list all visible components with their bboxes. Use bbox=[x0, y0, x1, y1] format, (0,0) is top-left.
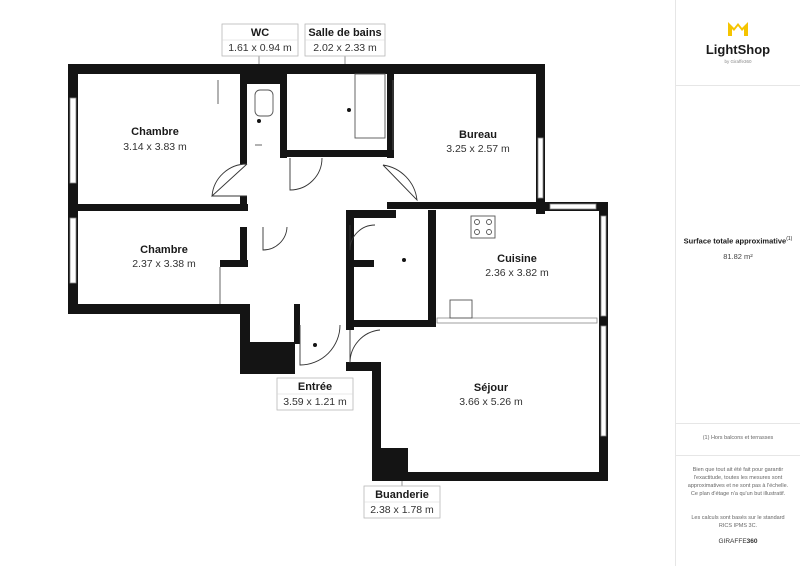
tag-wc-name: WC bbox=[251, 27, 269, 39]
brand-tagline: by Giraffe360 bbox=[724, 59, 752, 64]
tag-entree: Entrée 3.59 x 1.21 m bbox=[276, 377, 354, 411]
tag-wc-dims: 1.61 x 0.94 m bbox=[228, 42, 292, 54]
brand-section: LightShop by Giraffe360 bbox=[676, 0, 800, 86]
sejour-dims: 3.66 x 5.26 m bbox=[459, 396, 523, 408]
tag-salle-de-bains: Salle de bains 2.02 x 2.33 m bbox=[304, 23, 386, 64]
floor-fill bbox=[70, 65, 545, 315]
surface-value: 81.82 m² bbox=[723, 252, 753, 261]
footnote-section: (1) Hors balcons et terrasses bbox=[676, 424, 800, 456]
cuisine-dims: 2.36 x 3.82 m bbox=[485, 267, 549, 279]
chambre1-dims: 3.14 x 3.83 m bbox=[123, 141, 187, 153]
walls bbox=[68, 64, 608, 481]
disclaimer-section: Bien que tout ait été fait pour garantir… bbox=[676, 456, 800, 566]
footnote-text: (1) Hors balcons et terrasses bbox=[702, 435, 774, 441]
light-points bbox=[257, 108, 406, 347]
cuisine-name: Cuisine bbox=[497, 253, 537, 265]
chambre2-dims: 2.37 x 3.38 m bbox=[132, 258, 196, 270]
info-sidebar: LightShop by Giraffe360 Surface totale a… bbox=[675, 0, 800, 566]
doors bbox=[211, 157, 418, 366]
sejour-name: Séjour bbox=[474, 382, 509, 394]
tag-buanderie: Buanderie 2.38 x 1.78 m bbox=[363, 481, 441, 519]
bureau-dims: 3.25 x 2.57 m bbox=[446, 143, 510, 155]
tag-wc: WC 1.61 x 0.94 m bbox=[221, 23, 299, 64]
chambre1-name: Chambre bbox=[131, 126, 179, 138]
surface-section: Surface totale approximative(1) 81.82 m² bbox=[676, 86, 800, 424]
tag-buanderie-dims: 2.38 x 1.78 m bbox=[370, 504, 434, 516]
tag-sdb-name: Salle de bains bbox=[308, 27, 381, 39]
windows bbox=[69, 97, 607, 437]
callout-tags: WC 1.61 x 0.94 m Salle de bains 2.02 x 2… bbox=[221, 23, 441, 519]
tag-entree-name: Entrée bbox=[298, 381, 332, 393]
tag-sdb-dims: 2.02 x 2.33 m bbox=[313, 42, 377, 54]
surface-footnote-marker: (1) bbox=[786, 236, 793, 242]
tag-entree-dims: 3.59 x 1.21 m bbox=[283, 396, 347, 408]
fixtures bbox=[217, 73, 496, 319]
brand-name: LightShop bbox=[705, 42, 771, 57]
chambre2-name: Chambre bbox=[140, 244, 188, 256]
disclaimer-text: Bien que tout ait été fait pour garantir… bbox=[687, 467, 789, 497]
surface-label-line: Surface totale approximative(1) bbox=[676, 236, 800, 246]
tag-buanderie-name: Buanderie bbox=[375, 489, 429, 501]
footer-brand: GIRAFFE360 bbox=[676, 538, 800, 545]
surface-label: Surface totale approximative bbox=[683, 236, 787, 246]
standard-text: Les calculs sont basés sur le standard R… bbox=[691, 515, 785, 529]
room-labels: Chambre 3.14 x 3.83 m Bureau 3.25 x 2.57… bbox=[123, 126, 549, 408]
footer-brand-a: GIRAFFE bbox=[718, 538, 747, 545]
bureau-name: Bureau bbox=[459, 129, 497, 141]
lightshop-logo-icon bbox=[728, 22, 748, 36]
floor-plan: Chambre 3.14 x 3.83 m Bureau 3.25 x 2.57… bbox=[68, 23, 608, 519]
footer-brand-b: 360 bbox=[746, 538, 758, 545]
